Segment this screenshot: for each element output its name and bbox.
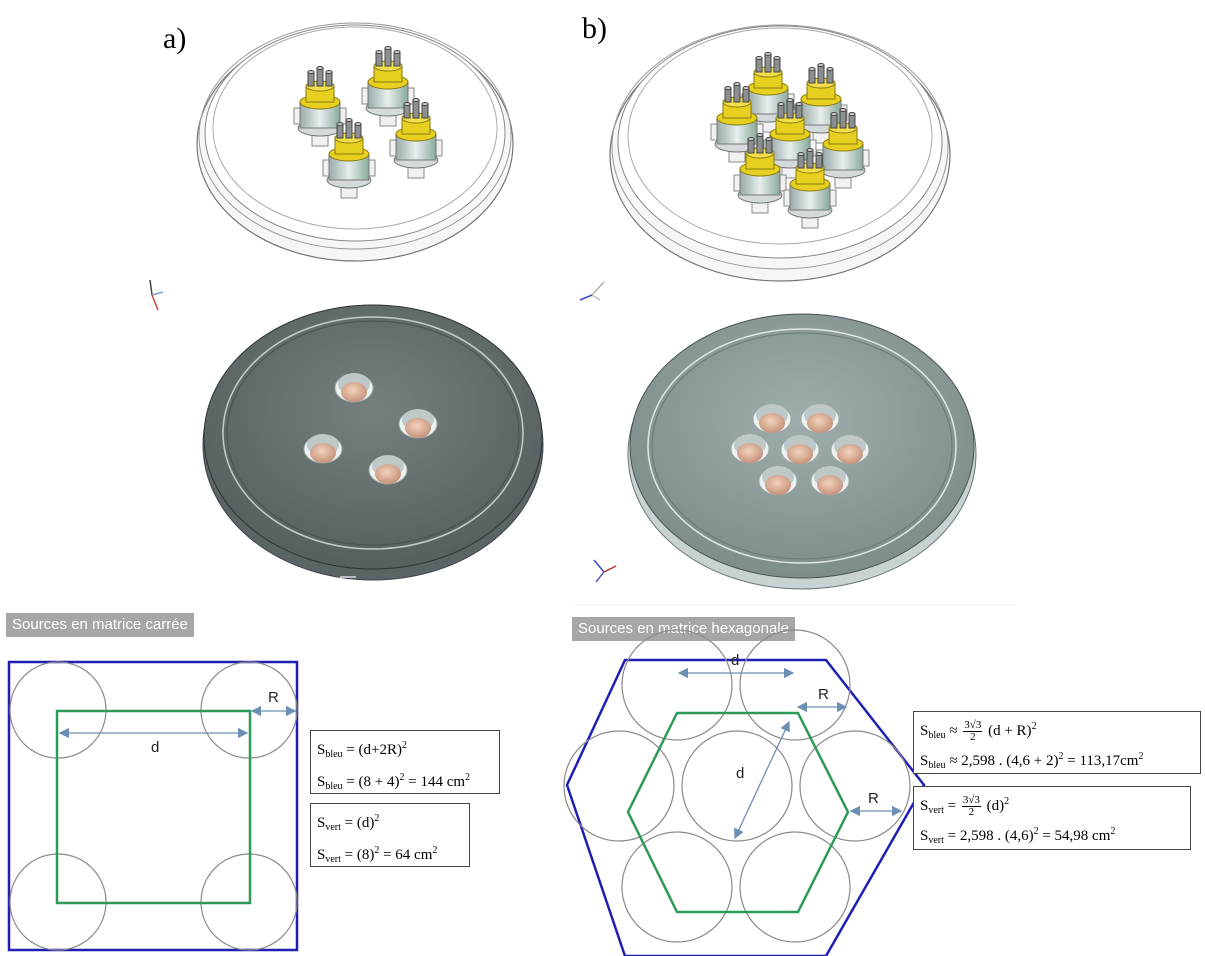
- hex-matrix-tag: Sources en matrice hexagonale: [572, 617, 795, 641]
- square-blue-numeric: Sbleu = (8 + 4)2 = 144 cm2: [317, 772, 471, 792]
- panel-a-label: a): [163, 22, 187, 55]
- hex-circle: [799, 730, 911, 842]
- square-green-numeric: Svert = (8)2 = 64 cm2: [317, 845, 438, 865]
- hex-circle: [739, 629, 851, 741]
- plate-bottom-a: [202, 304, 544, 581]
- hex-circle: [563, 730, 675, 842]
- square-blue-formula-box: Sbleu = (d+2R)2 Sbleu = (8 + 4)2 = 144 c…: [310, 730, 500, 794]
- square-R-label: R: [268, 689, 279, 706]
- hex-d-diag-arrow: [734, 720, 790, 840]
- hex-R-side-label: R: [868, 790, 879, 807]
- hex-circle: [681, 730, 793, 842]
- square-green-outline: [55, 709, 252, 905]
- axis-triad-a: [149, 279, 164, 311]
- axis-triad-c: [593, 559, 617, 583]
- square-d-label: d: [151, 739, 160, 756]
- panel-b-label: b): [582, 12, 607, 45]
- hex-green-outline: [626, 711, 850, 914]
- square-green-formula-box: Svert = (d)2 Svert = (8)2 = 64 cm2: [310, 803, 470, 867]
- axis-triad-b: [579, 281, 605, 301]
- hex-d-top-label: d: [731, 652, 740, 669]
- hex-R-top-label: R: [818, 686, 829, 703]
- hex-blue-outline: [565, 658, 926, 956]
- hex-circle: [739, 831, 851, 943]
- hex-d-diag-label: d: [736, 765, 745, 782]
- hex-green-numeric: Svert = 2,598 . (4,6)2 = 54,98 cm2: [920, 826, 1116, 846]
- square-blue-formula: Sbleu = (d+2R)2: [317, 740, 407, 760]
- square-matrix-tag: Sources en matrice carrée: [6, 613, 194, 637]
- hex-circle: [621, 629, 733, 741]
- square-green-formula: Svert = (d)2: [317, 813, 380, 833]
- square-blue-outline: [7, 660, 299, 952]
- hex-circle: [621, 831, 733, 943]
- render-illustrations: [149, 22, 1015, 606]
- hex-blue-numeric: Sbleu ≈ 2,598 . (4,6 + 2)2 = 113,17cm2: [920, 751, 1144, 771]
